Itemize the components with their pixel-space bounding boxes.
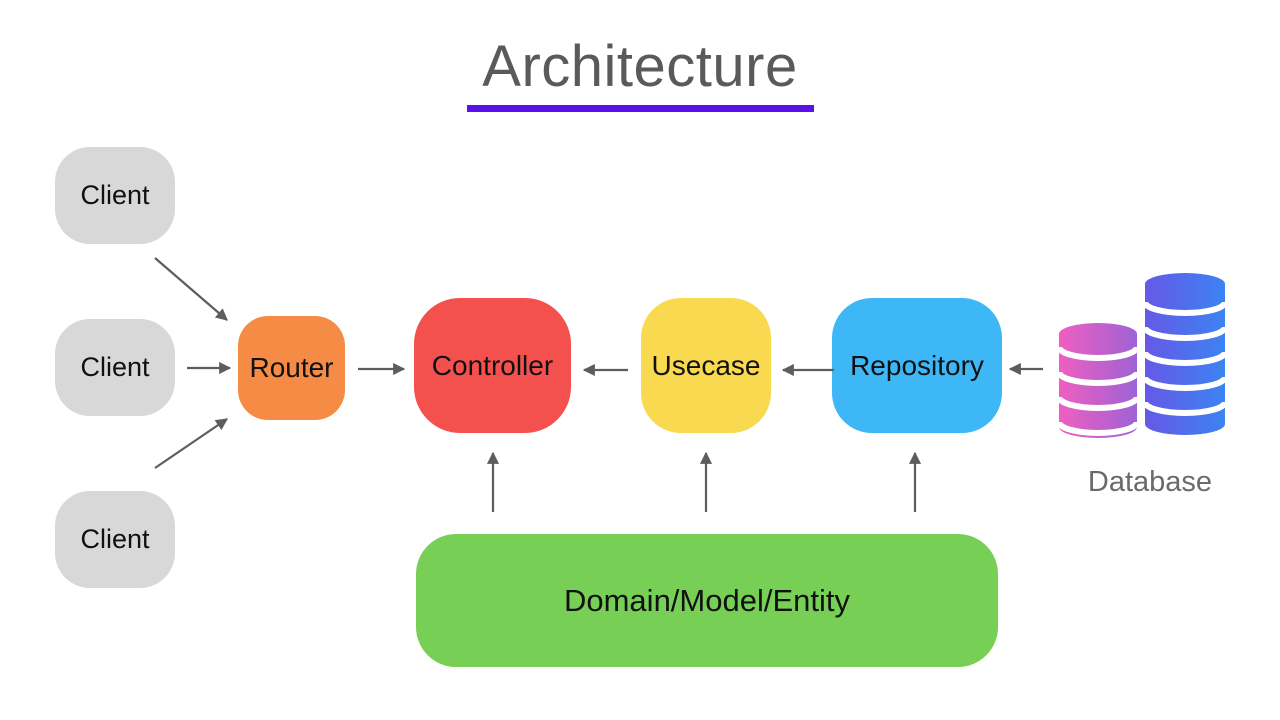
node-client-3-label: Client bbox=[80, 524, 150, 554]
page-title: Architecture bbox=[482, 34, 798, 99]
node-client-2-label: Client bbox=[80, 352, 150, 382]
database-cylinders-icon bbox=[1059, 273, 1225, 438]
node-client-1-label: Client bbox=[80, 180, 150, 210]
node-controller-label: Controller bbox=[431, 349, 554, 381]
node-domain-model-entity: Domain/Model/Entity bbox=[416, 534, 998, 667]
node-domain-label: Domain/Model/Entity bbox=[563, 582, 850, 618]
node-repository-label: Repository bbox=[850, 349, 984, 381]
node-client-1: Client bbox=[55, 147, 175, 244]
arrow-client1-router bbox=[154, 257, 228, 321]
node-usecase: Usecase bbox=[641, 298, 771, 433]
database-label: Database bbox=[1087, 466, 1213, 498]
arrow-client3-router bbox=[154, 418, 229, 469]
node-client-2: Client bbox=[55, 319, 175, 416]
title-underline bbox=[467, 105, 814, 112]
node-router: Router bbox=[238, 316, 345, 420]
node-controller: Controller bbox=[414, 298, 571, 433]
node-usecase-label: Usecase bbox=[651, 349, 761, 381]
node-client-3: Client bbox=[55, 491, 175, 588]
node-repository: Repository bbox=[832, 298, 1002, 433]
node-router-label: Router bbox=[249, 352, 334, 383]
